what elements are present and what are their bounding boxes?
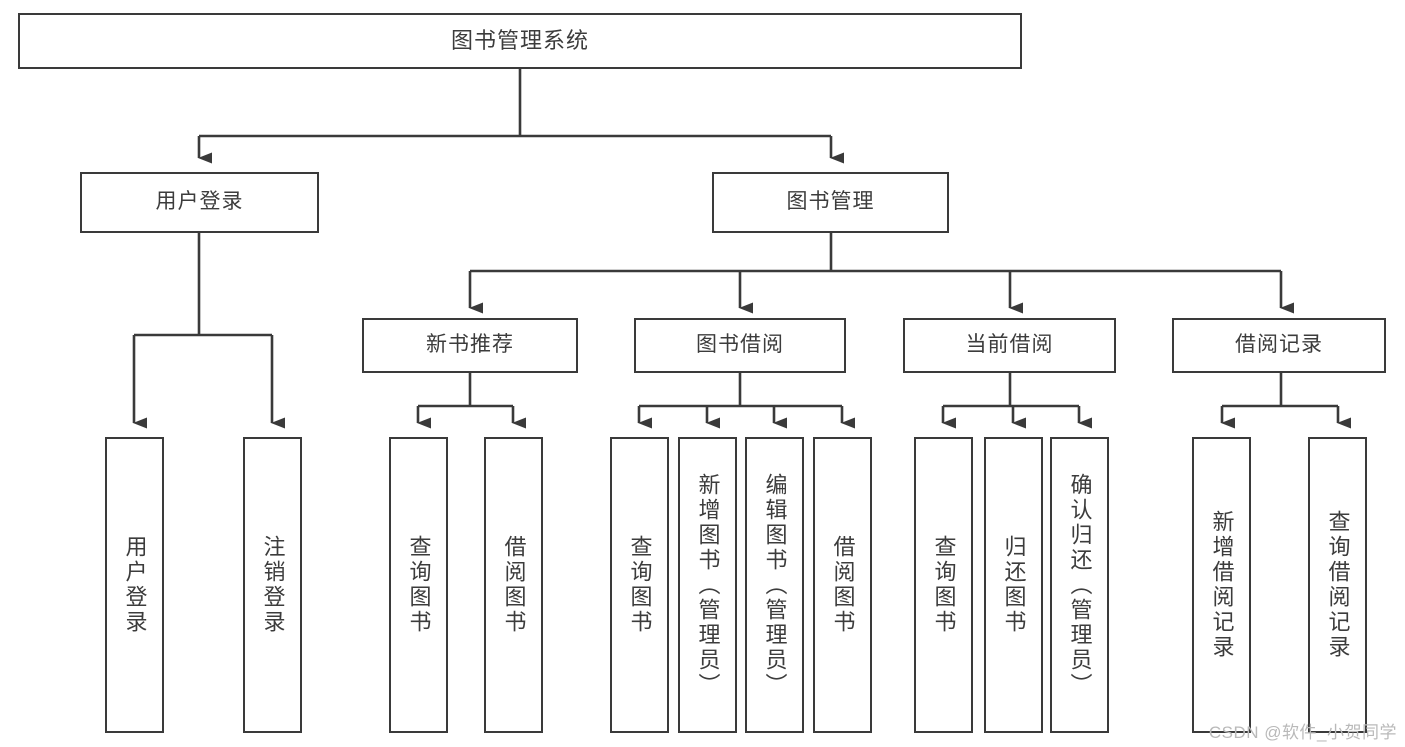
node-new-book-recommend[interactable]: 新书推荐 bbox=[362, 318, 578, 373]
leaf-confirm-return[interactable]: 确认归还（管理员） bbox=[1050, 437, 1109, 733]
node-label: 新增借阅记录 bbox=[1209, 510, 1235, 660]
node-label: 查询图书 bbox=[406, 535, 432, 635]
node-current-borrow[interactable]: 当前借阅 bbox=[903, 318, 1116, 373]
node-user-login[interactable]: 用户登录 bbox=[80, 172, 319, 233]
leaf-borrow-book-2[interactable]: 借阅图书 bbox=[813, 437, 872, 733]
node-label: 借阅图书 bbox=[501, 535, 527, 635]
leaf-return-book[interactable]: 归还图书 bbox=[984, 437, 1043, 733]
node-root-system[interactable]: 图书管理系统 bbox=[18, 13, 1022, 69]
node-label: 用户登录 bbox=[122, 535, 148, 635]
leaf-edit-book[interactable]: 编辑图书（管理员） bbox=[745, 437, 804, 733]
node-label: 图书管理系统 bbox=[450, 28, 589, 54]
leaf-borrow-book-1[interactable]: 借阅图书 bbox=[484, 437, 543, 733]
node-label: 借阅图书 bbox=[830, 535, 856, 635]
leaf-query-book-2[interactable]: 查询图书 bbox=[610, 437, 669, 733]
node-label: 新书推荐 bbox=[426, 333, 514, 357]
node-label: 查询借阅记录 bbox=[1325, 510, 1351, 660]
node-book-manage[interactable]: 图书管理 bbox=[712, 172, 949, 233]
leaf-query-book-3[interactable]: 查询图书 bbox=[914, 437, 973, 733]
leaf-query-book-1[interactable]: 查询图书 bbox=[389, 437, 448, 733]
node-borrow-record[interactable]: 借阅记录 bbox=[1172, 318, 1386, 373]
node-label: 图书管理 bbox=[786, 190, 875, 214]
leaf-logout[interactable]: 注销登录 bbox=[243, 437, 302, 733]
leaf-add-book[interactable]: 新增图书（管理员） bbox=[678, 437, 737, 733]
node-label: 图书借阅 bbox=[696, 333, 784, 357]
leaf-query-record[interactable]: 查询借阅记录 bbox=[1308, 437, 1367, 733]
node-label: 用户登录 bbox=[155, 190, 244, 214]
node-label: 查询图书 bbox=[931, 535, 957, 635]
node-label: 借阅记录 bbox=[1235, 333, 1323, 357]
node-label: 当前借阅 bbox=[965, 333, 1054, 357]
leaf-user-login[interactable]: 用户登录 bbox=[105, 437, 164, 733]
node-label: 归还图书 bbox=[1001, 535, 1027, 635]
leaf-add-record[interactable]: 新增借阅记录 bbox=[1192, 437, 1251, 733]
node-book-borrow[interactable]: 图书借阅 bbox=[634, 318, 846, 373]
node-label: 新增图书（管理员） bbox=[695, 472, 721, 698]
watermark-text: CSDN @软件_小贺同学 bbox=[1208, 723, 1397, 742]
node-label: 编辑图书（管理员） bbox=[762, 472, 788, 698]
node-label: 确认归还（管理员） bbox=[1067, 472, 1093, 698]
node-label: 查询图书 bbox=[627, 535, 653, 635]
node-label: 注销登录 bbox=[260, 535, 286, 635]
